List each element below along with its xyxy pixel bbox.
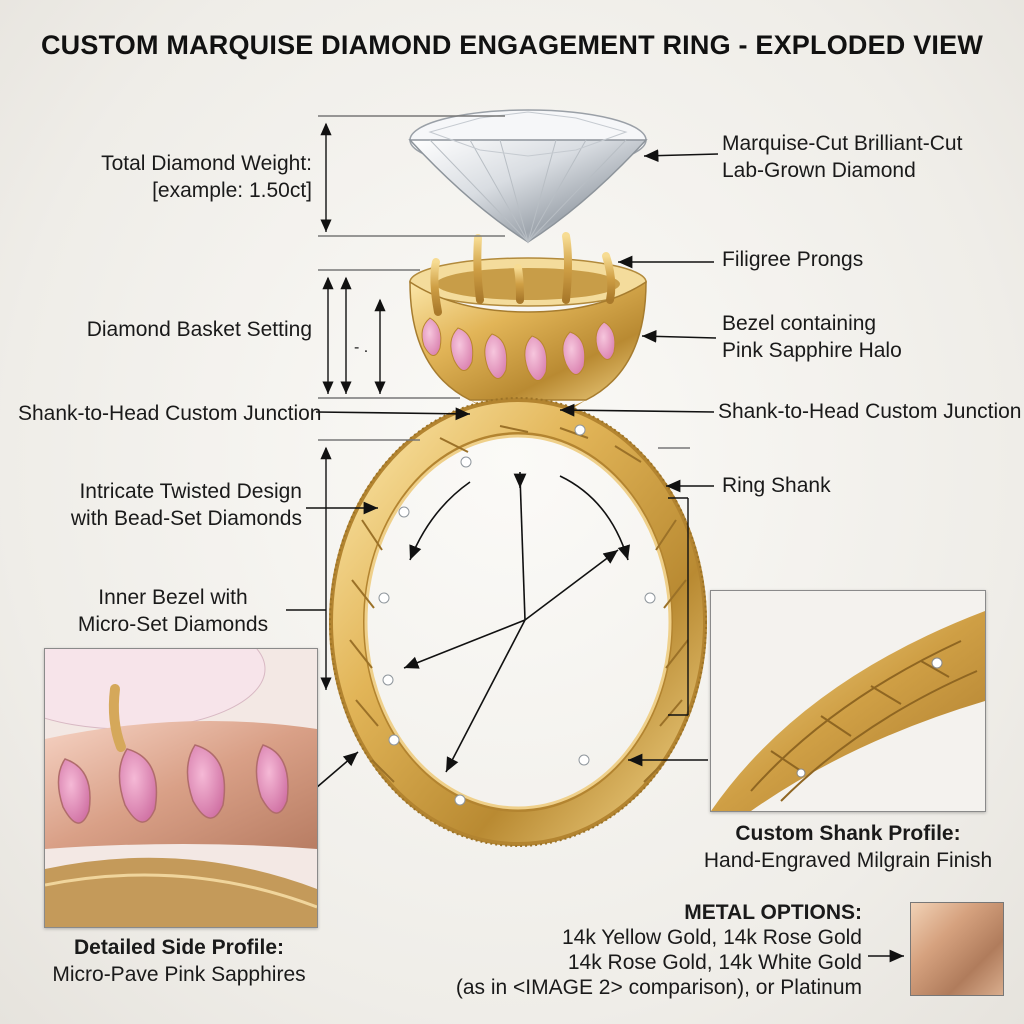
side-profile-heading: Detailed Side Profile:	[73, 936, 285, 959]
metal-options-line1: 14k Yellow Gold, 14k Rose Gold	[561, 926, 862, 949]
metal-options-line2: 14k Rose Gold, 14k White Gold	[567, 951, 862, 974]
inner-bezel-label: Inner Bezel with Micro-Set Diamonds	[60, 584, 286, 638]
metal-options-line3: (as in <IMAGE 2> comparison), or Platinu…	[455, 976, 862, 999]
basket-setting	[409, 257, 647, 418]
marquise-diamond	[408, 109, 648, 244]
diamond-cut-line2: Lab-Grown Diamond	[722, 159, 916, 182]
shank-profile-text: Hand-Engraved Milgrain Finish	[703, 849, 993, 872]
pink-sapphire-halo	[421, 317, 616, 381]
tick-mark: - .	[354, 339, 369, 356]
twisted-design-label: Intricate Twisted Design with Bead-Set D…	[20, 478, 302, 532]
page-title: CUSTOM MARQUISE DIAMOND ENGAGEMENT RING …	[40, 30, 984, 60]
prongs-label: Filigree Prongs	[722, 248, 864, 271]
diamond-weight-line2: [example: 1.50ct]	[152, 179, 312, 202]
inner-bezel-line2: Micro-Set Diamonds	[77, 613, 269, 636]
shank-profile-heading: Custom Shank Profile:	[735, 822, 961, 845]
diamond-cut-label: Marquise-Cut Brilliant-Cut Lab-Grown Dia…	[722, 130, 962, 184]
twisted-line2: with Bead-Set Diamonds	[70, 507, 302, 530]
bezel-halo-label: Bezel containing Pink Sapphire Halo	[722, 310, 902, 364]
bezel-line2: Pink Sapphire Halo	[722, 339, 902, 362]
twisted-line1: Intricate Twisted Design	[79, 480, 302, 503]
metal-swatch	[910, 902, 1004, 996]
diamond-weight-line1: Total Diamond Weight:	[101, 152, 312, 175]
side-profile-caption: Detailed Side Profile: Micro-Pave Pink S…	[24, 934, 334, 988]
shank-profile-inset	[710, 590, 986, 812]
shank-profile-image	[711, 611, 985, 811]
side-profile-inset	[44, 648, 318, 928]
inner-bezel-line1: Inner Bezel with	[98, 586, 248, 609]
metal-options: METAL OPTIONS: 14k Yellow Gold, 14k Rose…	[420, 900, 862, 1000]
left-junction-label: Shank-to-Head Custom Junction	[18, 402, 322, 425]
shank-profile-caption: Custom Shank Profile: Hand-Engraved Milg…	[686, 820, 1010, 874]
side-profile-image	[45, 649, 317, 927]
side-profile-text: Micro-Pave Pink Sapphires	[52, 963, 306, 986]
right-junction-label: Shank-to-Head Custom Junction	[718, 400, 1022, 423]
ring-shank-label: Ring Shank	[722, 474, 831, 497]
diamond-weight-label: Total Diamond Weight: [example: 1.50ct]	[40, 150, 312, 204]
filigree-prongs	[430, 232, 616, 316]
metal-options-heading: METAL OPTIONS:	[684, 901, 862, 924]
basket-setting-label: Diamond Basket Setting	[86, 318, 312, 341]
bezel-line1: Bezel containing	[722, 312, 877, 335]
diamond-cut-line1: Marquise-Cut Brilliant-Cut	[722, 132, 963, 155]
